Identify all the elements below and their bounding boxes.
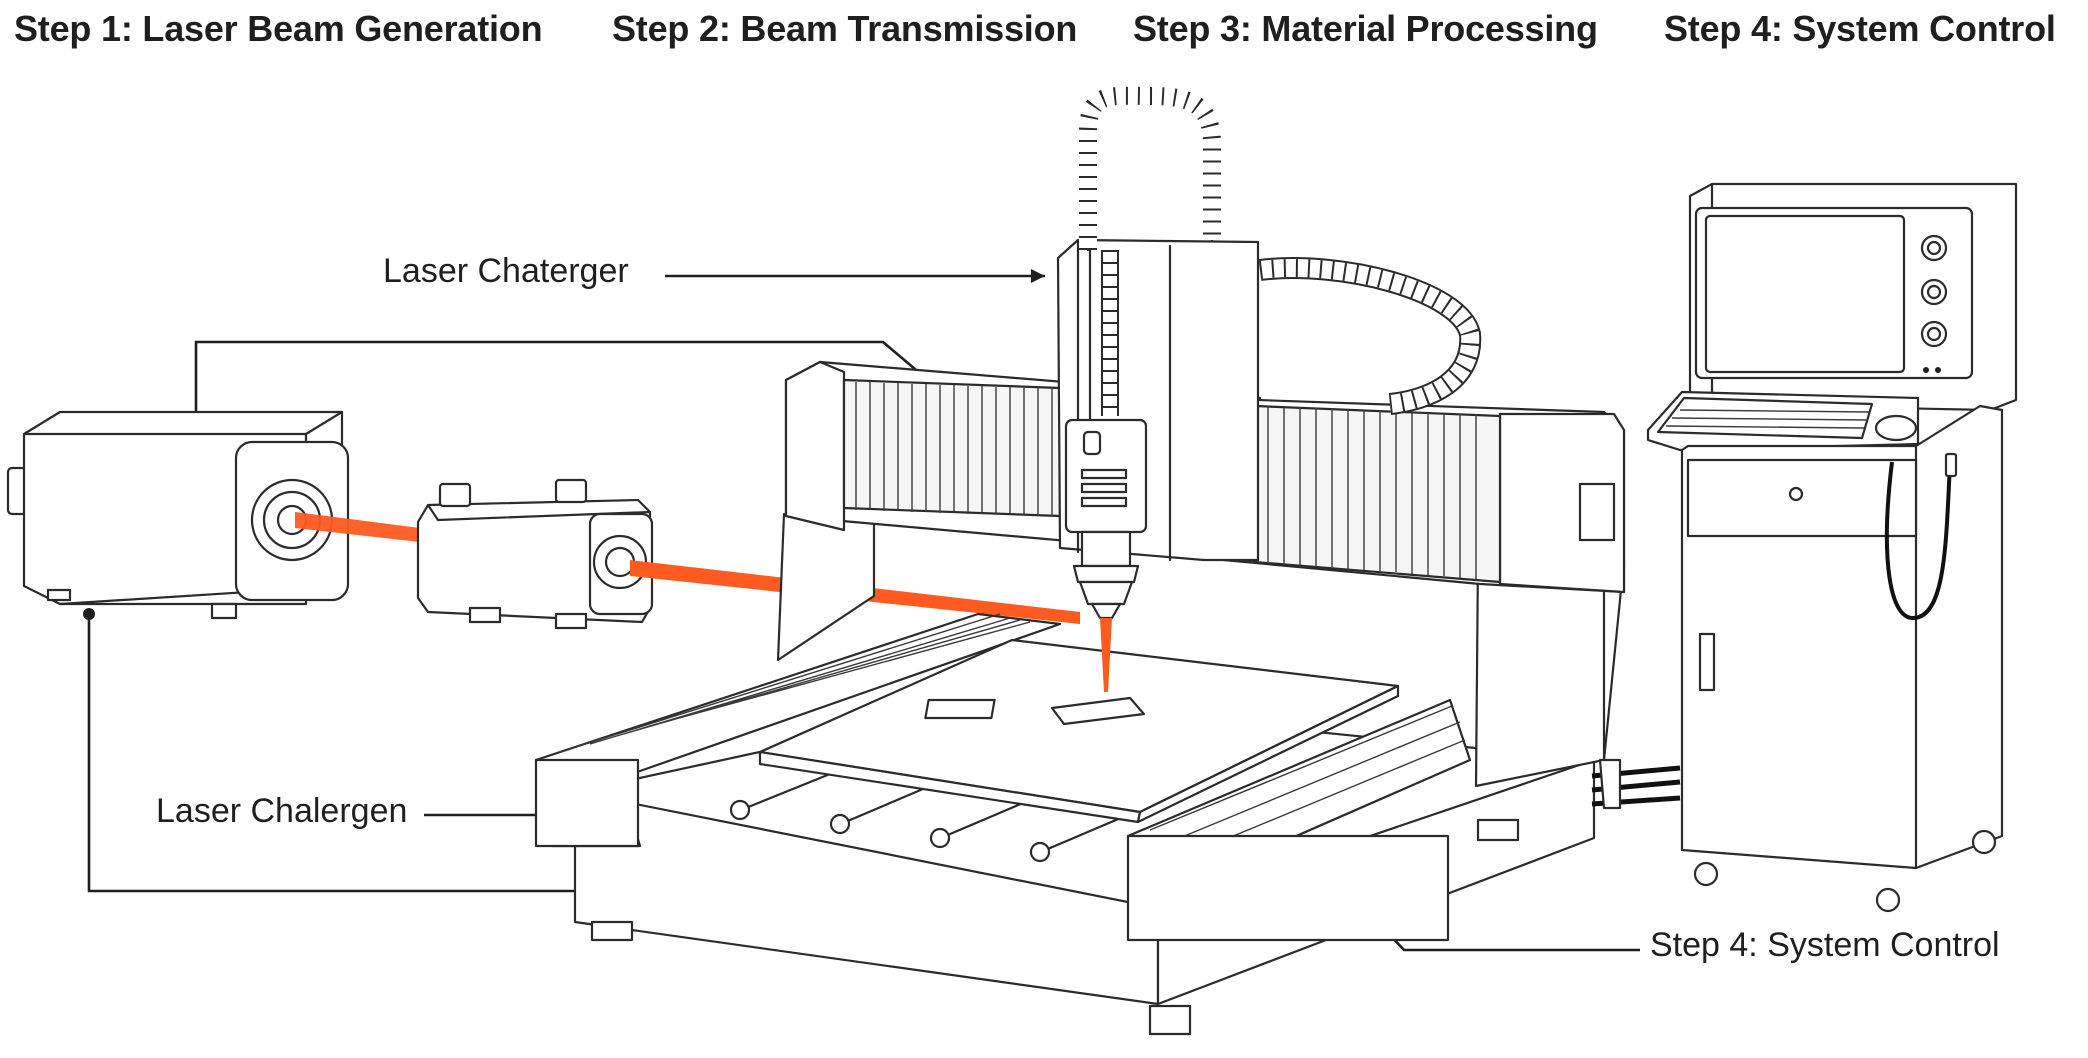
step-3-title: Step 3: Material Processing [1133, 8, 1598, 49]
callout-laser-chaterger: Laser Chaterger [383, 252, 629, 290]
roller-bars [729, 772, 1132, 863]
keyboard [1656, 396, 1874, 440]
callout-laser-chalergen: Laser Chalergen [156, 792, 408, 830]
step-2-title: Step 2: Beam Transmission [612, 8, 1078, 49]
cable-drag-chain [1079, 86, 1482, 416]
step-1-title: Step 1: Laser Beam Generation [14, 8, 543, 49]
mouse [1874, 414, 1918, 442]
gantry-cutting-machine [534, 238, 1626, 1036]
monitor [1694, 206, 1974, 380]
control-cabinet [1646, 182, 2018, 913]
machine-cables [1591, 758, 1681, 810]
laser-source-unit [6, 410, 350, 620]
laser-beam-1 [295, 512, 420, 542]
callout-system-control: Step 4: System Control [1650, 926, 2000, 964]
left-rail-bellows [559, 613, 1031, 753]
laser-beam-focus [1100, 618, 1112, 692]
beam-expander-unit [416, 478, 654, 630]
cutting-head [1050, 418, 1148, 726]
step-4-title: Step 4: System Control [1664, 8, 2056, 49]
